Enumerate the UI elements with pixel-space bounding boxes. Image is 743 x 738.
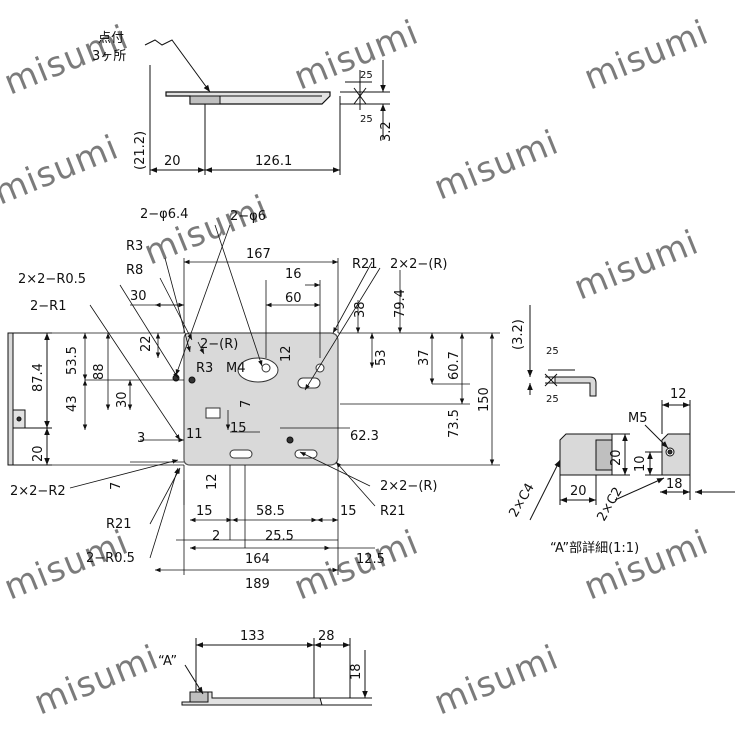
dim-73-5: 73.5 — [447, 409, 462, 438]
watermark-text: misumi — [578, 12, 714, 98]
dim-53-right: 53 — [374, 349, 389, 366]
detail-a — [527, 305, 735, 521]
hole-label-6-4: 2−φ6.4 — [140, 207, 188, 222]
dim-60: 60 — [285, 291, 302, 306]
dim-7-a: 7 — [239, 400, 254, 408]
watermark-text: misumi — [428, 122, 564, 208]
watermark-layer: misumi misumi misumi misumi misumi misum… — [0, 12, 714, 723]
dim-60-7: 60.7 — [447, 351, 462, 380]
dim-12-5: 12.5 — [356, 552, 385, 567]
hole-label-6: 2−φ6 — [230, 209, 266, 224]
dim-87-4: 87.4 — [31, 363, 46, 392]
bottom-view — [181, 638, 372, 706]
dim-12-bottom: 12 — [205, 473, 220, 490]
dim-133: 133 — [240, 629, 265, 644]
weld-note-line2: 3ヶ所 — [92, 49, 126, 64]
radius-r21-bottom-left: R21 — [106, 517, 132, 532]
dim-15-mid: 15 — [230, 421, 247, 436]
top-view-labels: 点付 3ヶ所 (21.2) 20 126.1 3.2 25 25 — [92, 31, 394, 170]
dim-18-detail: 18 — [666, 477, 683, 492]
chamfer-c2: 2×C2 — [594, 485, 625, 524]
label-a: “A” — [158, 654, 177, 669]
dim-2: 2 — [212, 529, 220, 544]
plan-view — [172, 332, 339, 466]
weld-note-line1: 点付 — [98, 31, 124, 46]
radius-r21-top: R21 — [352, 257, 378, 272]
dim-18-bottom: 18 — [349, 663, 364, 680]
dim-11: 11 — [186, 427, 203, 442]
dim-22: 22 — [139, 335, 154, 352]
dim-width: 126.1 — [255, 154, 292, 169]
dim-150: 150 — [477, 387, 492, 412]
dim-30-left: 30 — [115, 391, 130, 408]
radius-2-r0-5: 2−R0.5 — [86, 551, 135, 566]
radius-2x2-r2: 2×2−R2 — [10, 484, 66, 499]
radius-2x2-r0-5: 2×2−R0.5 — [18, 272, 86, 287]
dim-15-left: 15 — [196, 504, 213, 519]
dim-25-5: 25.5 — [265, 529, 294, 544]
thread-m4: M4 — [226, 361, 246, 376]
radius-r3: R3 — [126, 239, 143, 254]
dim-189: 189 — [245, 577, 270, 592]
dim-7-left: 7 — [109, 482, 124, 490]
top-view — [144, 39, 390, 175]
dim-62-3: 62.3 — [350, 429, 379, 444]
watermark-text: misumi — [288, 12, 424, 98]
plan-view-labels: 2−φ6.4 2−φ6 167 16 60 R21 2×2−(R) 79.4 3… — [10, 207, 492, 592]
radius-2x2-bottom: 2×2−(R) — [380, 479, 438, 494]
dim-16: 16 — [285, 267, 302, 282]
dim-3-2-detail: (3.2) — [511, 319, 526, 350]
tol-lower-detail: 25 — [546, 394, 559, 405]
dim-15-right: 15 — [340, 504, 357, 519]
watermark-text: misumi — [28, 637, 164, 723]
side-view-labels: 87.4 20 — [31, 363, 46, 462]
thread-m5: M5 — [628, 411, 648, 426]
dim-38: 38 — [353, 301, 368, 318]
tol-lower: 25 — [360, 114, 373, 125]
dim-height: (21.2) — [133, 131, 148, 170]
radius-r8: R8 — [126, 263, 143, 278]
dim-12-detail: 12 — [670, 387, 687, 402]
plan-view-dimension-lines — [40, 224, 500, 575]
dim-20-side: 20 — [31, 445, 46, 462]
dim-3: 3 — [137, 431, 145, 446]
radius-2-r1: 2−R1 — [30, 299, 66, 314]
dim-79-4: 79.4 — [393, 289, 408, 318]
plate-outline — [183, 332, 339, 466]
dim-30-top: 30 — [130, 289, 147, 304]
detail-caption: “A”部詳細(1:1) — [550, 540, 639, 556]
tol-upper: 25 — [360, 70, 373, 81]
dim-167: 167 — [246, 247, 271, 262]
bottom-view-labels: “A” 133 28 18 — [158, 629, 364, 680]
watermark-text: misumi — [568, 222, 704, 308]
radius-2-r: 2−(R) — [200, 337, 238, 352]
radius-2x2-top: 2×2−(R) — [390, 257, 448, 272]
radius-r21-bottom-right: R21 — [380, 504, 406, 519]
dim-offset: 20 — [164, 154, 181, 169]
dim-43: 43 — [65, 395, 80, 412]
dim-164: 164 — [245, 552, 270, 567]
radius-r3-b: R3 — [196, 361, 213, 376]
dim-12-top: 12 — [279, 345, 294, 362]
dim-20-h-detail: 20 — [570, 484, 587, 499]
dim-88: 88 — [92, 363, 107, 380]
tol-upper-detail: 25 — [546, 346, 559, 357]
dim-28: 28 — [318, 629, 335, 644]
dim-37: 37 — [417, 349, 432, 366]
dim-10-detail: 10 — [633, 455, 648, 472]
dim-20-v-detail: 20 — [609, 449, 624, 466]
watermark-text: misumi — [428, 637, 564, 723]
watermark-text: misumi — [578, 522, 714, 608]
watermark-text: misumi — [0, 127, 124, 213]
dim-58-5: 58.5 — [256, 504, 285, 519]
dim-53-5: 53.5 — [65, 346, 80, 375]
side-view — [7, 332, 52, 466]
dim-thickness: 3.2 — [379, 121, 394, 142]
